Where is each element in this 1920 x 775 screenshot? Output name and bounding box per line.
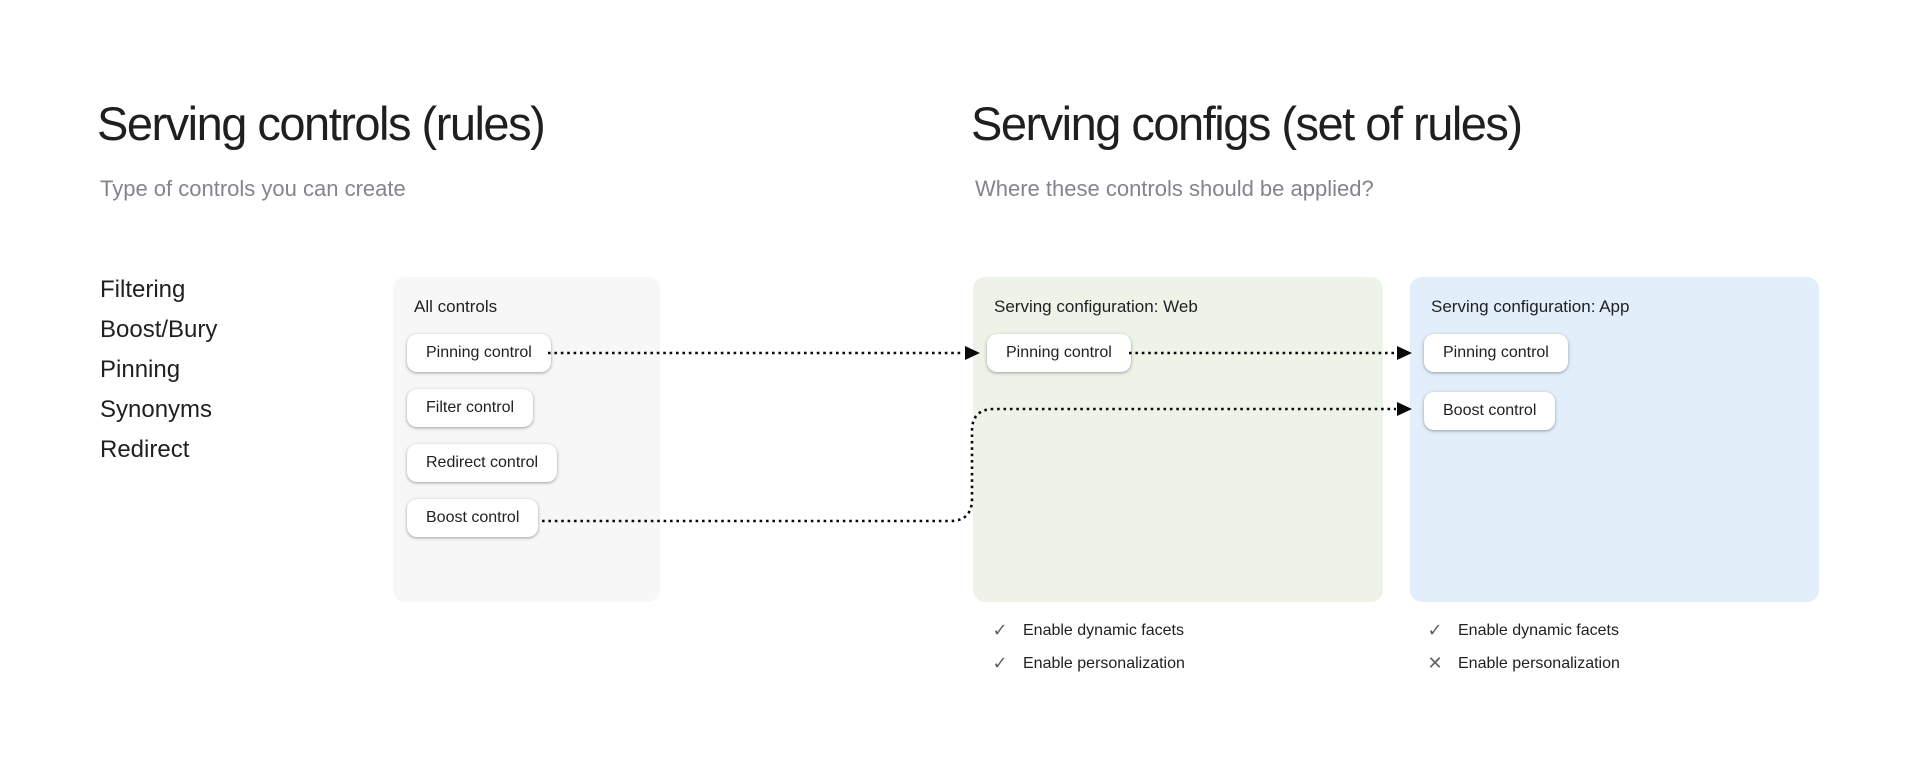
app-setting-personalization: ✕ Enable personalization (1425, 653, 1620, 674)
control-type-synonyms: Synonyms (100, 396, 213, 423)
setting-label: Enable dynamic facets (1023, 622, 1184, 639)
app-config-card-title: Serving configuration: App (1431, 297, 1630, 316)
control-type-list: Filtering Boost/Bury Pinning Synonyms Re… (100, 270, 217, 470)
x-icon: ✕ (1427, 653, 1443, 674)
check-icon: ✓ (992, 620, 1008, 641)
app-config-chip-list: Pinning control Boost control (1424, 334, 1805, 430)
left-section-title: Serving controls (rules) (97, 97, 546, 150)
app-boost-control-chip[interactable]: Boost control (1424, 392, 1556, 430)
pinning-control-chip[interactable]: Pinning control (407, 334, 551, 372)
control-type-redirect: Redirect (100, 436, 190, 463)
app-setting-dynamic-facets: ✓ Enable dynamic facets (1425, 621, 1620, 641)
web-setting-dynamic-facets: ✓ Enable dynamic facets (990, 621, 1185, 641)
filter-control-chip[interactable]: Filter control (407, 389, 534, 427)
web-pinning-control-chip[interactable]: Pinning control (987, 334, 1131, 372)
control-type-boost-bury: Boost/Bury (100, 316, 218, 343)
web-config-card-title: Serving configuration: Web (994, 297, 1198, 316)
left-section-subtitle: Type of controls you can create (100, 176, 406, 201)
web-settings-list: ✓ Enable dynamic facets ✓ Enable persona… (990, 621, 1185, 687)
web-config-chip-list: Pinning control (987, 334, 1369, 372)
check-icon: ✓ (1427, 620, 1443, 641)
right-section-subtitle: Where these controls should be applied? (975, 176, 1374, 201)
app-settings-list: ✓ Enable dynamic facets ✕ Enable persona… (1425, 621, 1620, 687)
all-controls-card-title: All controls (414, 297, 498, 316)
boost-control-chip[interactable]: Boost control (407, 499, 539, 537)
app-config-card: Serving configuration: App Pinning contr… (1410, 277, 1819, 602)
redirect-control-chip[interactable]: Redirect control (407, 444, 558, 482)
app-pinning-control-chip[interactable]: Pinning control (1424, 334, 1568, 372)
web-setting-personalization: ✓ Enable personalization (990, 653, 1185, 674)
control-type-filtering: Filtering (100, 276, 186, 303)
web-config-card: Serving configuration: Web Pinning contr… (973, 277, 1383, 602)
all-controls-chip-list: Pinning control Filter control Redirect … (407, 334, 646, 537)
setting-label: Enable personalization (1023, 655, 1185, 672)
control-type-pinning: Pinning (100, 356, 181, 383)
right-section-title: Serving configs (set of rules) (971, 97, 1523, 150)
all-controls-card: All controls Pinning control Filter cont… (393, 277, 660, 602)
check-icon: ✓ (992, 653, 1008, 674)
setting-label: Enable dynamic facets (1458, 622, 1619, 639)
setting-label: Enable personalization (1458, 655, 1620, 672)
